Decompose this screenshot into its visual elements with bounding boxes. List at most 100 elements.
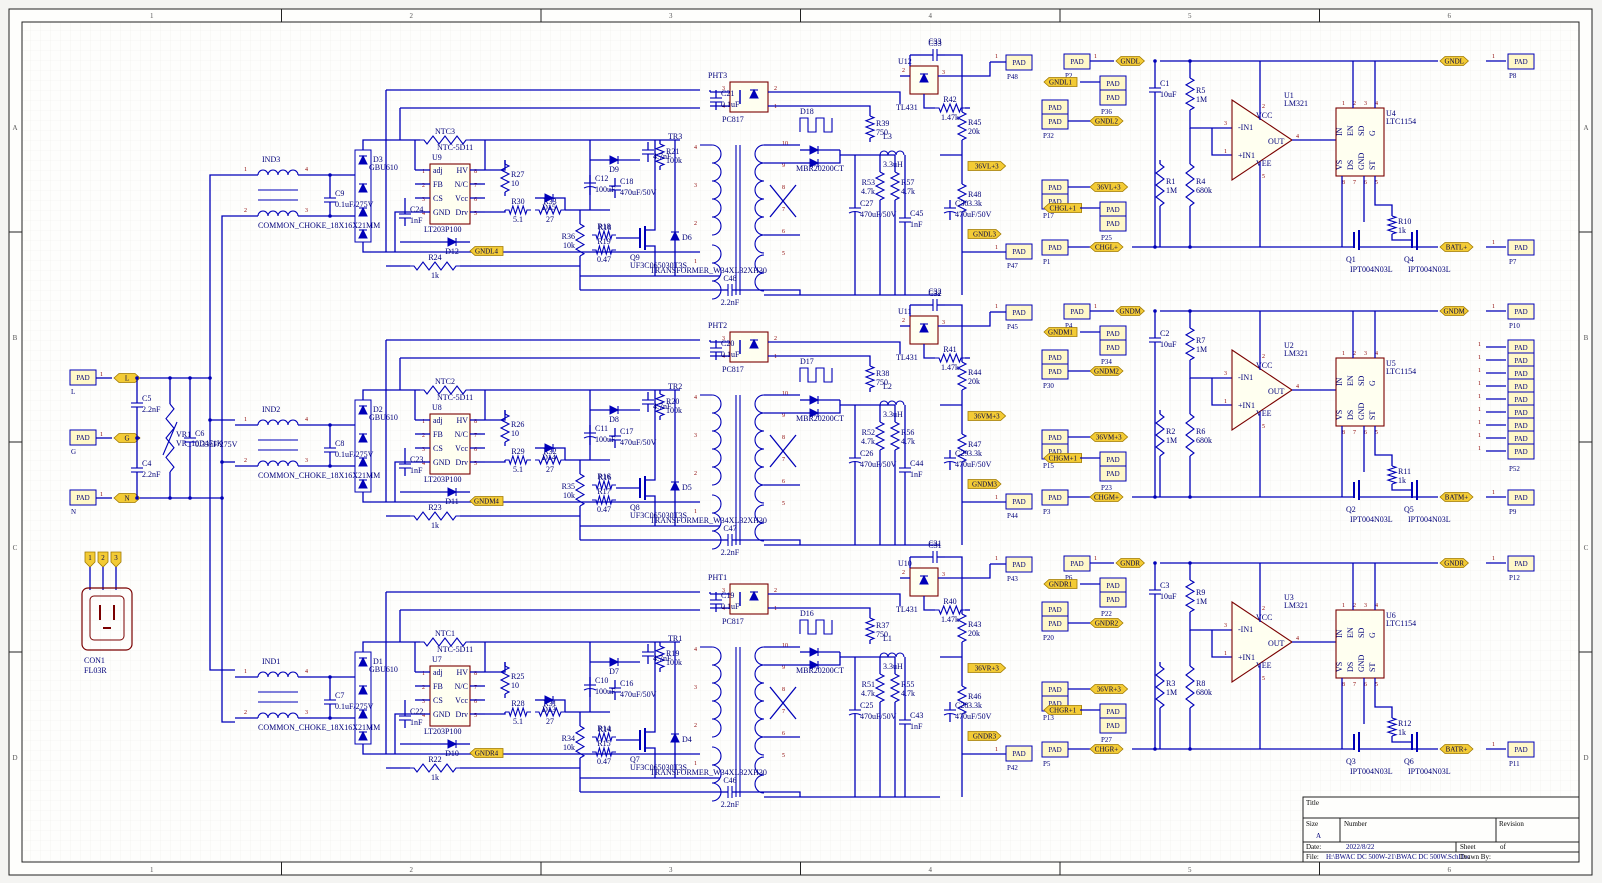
pin-number: 4 [1296,134,1299,140]
pad-ref: P30 [1043,382,1054,390]
ic-ref: U9 [432,153,442,162]
diode-body [358,206,368,217]
zone-row-left: C [13,544,18,552]
resistor [410,511,460,521]
pad-ref: G [71,448,76,456]
resistor-value: 4.7k [901,437,915,446]
pad-ref: P45 [1007,323,1018,331]
pad-ref: P15 [1043,462,1054,470]
junction-dot [1153,59,1157,63]
pad [1507,489,1535,506]
diode-body [358,154,368,165]
pin-number: 1 [1478,420,1481,426]
pad-label: PAD [1514,422,1527,430]
pin-number: 5 [1375,682,1378,688]
pin-number: 7 [474,433,477,439]
wire [553,197,566,210]
ground-net-label-text: GNDM4 [474,498,499,506]
comparator [1231,600,1293,684]
capacitor-ref: C32 [928,289,941,298]
resistor-value: 1M [1196,345,1207,354]
resistor-ref: R2 [1166,427,1175,436]
mosfet-value: UF3C065030T3S [630,261,687,270]
pin-number: 1 [1492,556,1495,562]
pad-label: PAD [1514,383,1527,391]
resistor [956,183,968,213]
capacitor-ref: C22 [410,707,423,716]
rectifier-ref: D16 [800,609,814,618]
mosfet-value: IPT004N03L [1408,767,1451,776]
pin-number: 1 [1094,304,1097,310]
wire [1211,378,1232,406]
wire [394,713,415,754]
capacitor-value: 1nF [910,470,923,479]
driver-pin-name: SD [1357,376,1366,386]
pin-number: 1 [1478,381,1481,387]
regulator-value: TL431 [896,353,918,362]
pad-label: PAD [1012,309,1025,317]
pad-label: PAD [1048,686,1061,694]
ic-pin-name: FB [433,180,443,189]
resistor-ref: R15 [597,739,610,748]
inductor-coil [754,254,765,292]
output-net-label [967,411,1007,421]
pin-number: 1 [1492,304,1495,310]
capacitor-value: 1nF [910,220,923,229]
wire [645,747,656,778]
opto-ref: PHT1 [708,573,727,582]
ground-net-label-text: GNDL1 [1049,79,1072,87]
junction-dot [1188,747,1192,751]
mosfet-ref: Q3 [1346,757,1356,766]
opamp-pin-name: +IN1 [1238,151,1255,160]
resistor-value: 750 [876,378,888,387]
mosfet-value: IPT004N03L [1350,515,1393,524]
inductor-coil [257,210,299,217]
resistor-ref: R48 [968,190,981,199]
output-ground-label [967,479,1002,489]
ic-pin-name: Drv [456,710,468,719]
capacitor-value: 0.1uF/275V [335,702,374,711]
pin-number: 3 [694,183,697,189]
junction-dot [208,418,212,422]
varistor-slash [162,421,178,456]
resistor-value: 100k [666,406,682,415]
zone-row-left: A [12,124,17,132]
opamp-pin-name: VEE [1256,661,1272,670]
pad-ref: P27 [1101,736,1112,744]
pin-number: 4 [422,211,425,217]
inductor-coil [879,400,905,406]
resistor-value: 20k [968,377,980,386]
capacitor-ref: C21 [721,89,734,98]
pad [1507,555,1535,572]
resistor [889,171,901,201]
pin-number: 4 [722,104,725,110]
pad [1099,591,1127,608]
mosfet-ref: Q2 [1346,505,1356,514]
resistor-value: 1.47k [941,363,959,372]
pin-number: 3 [942,70,945,76]
connector-pin-tab [110,551,122,568]
ic-pin-name: Vcc [455,696,468,705]
regulator-ref: U12 [898,57,912,66]
resistor [592,745,616,759]
mosfet-value: IPT004N03L [1408,265,1451,274]
pin-number: 1 [422,671,425,677]
junction-dot [1153,245,1157,249]
pin-number: 1 [1342,101,1345,107]
resistor-ref: R56 [901,428,914,437]
pin-number: 2 [244,458,247,464]
resistor-ref: R39 [876,119,889,128]
opamp-pin-name: +IN1 [1238,401,1255,410]
wire [645,495,656,526]
pad-label: PAD [1106,722,1119,730]
pin-number: 1 [1492,54,1495,60]
junction-dot [328,675,332,679]
battery-net-label-text: BATR+ [1446,746,1468,754]
capacitor-value: 4.7nF [653,402,672,411]
capacitor-ref: C26 [860,449,873,458]
resistor-value: 1M [1196,95,1207,104]
pin-number: 7 [1353,430,1356,436]
resistor [1386,717,1398,737]
mosfet-value: IPT004N03L [1350,767,1393,776]
